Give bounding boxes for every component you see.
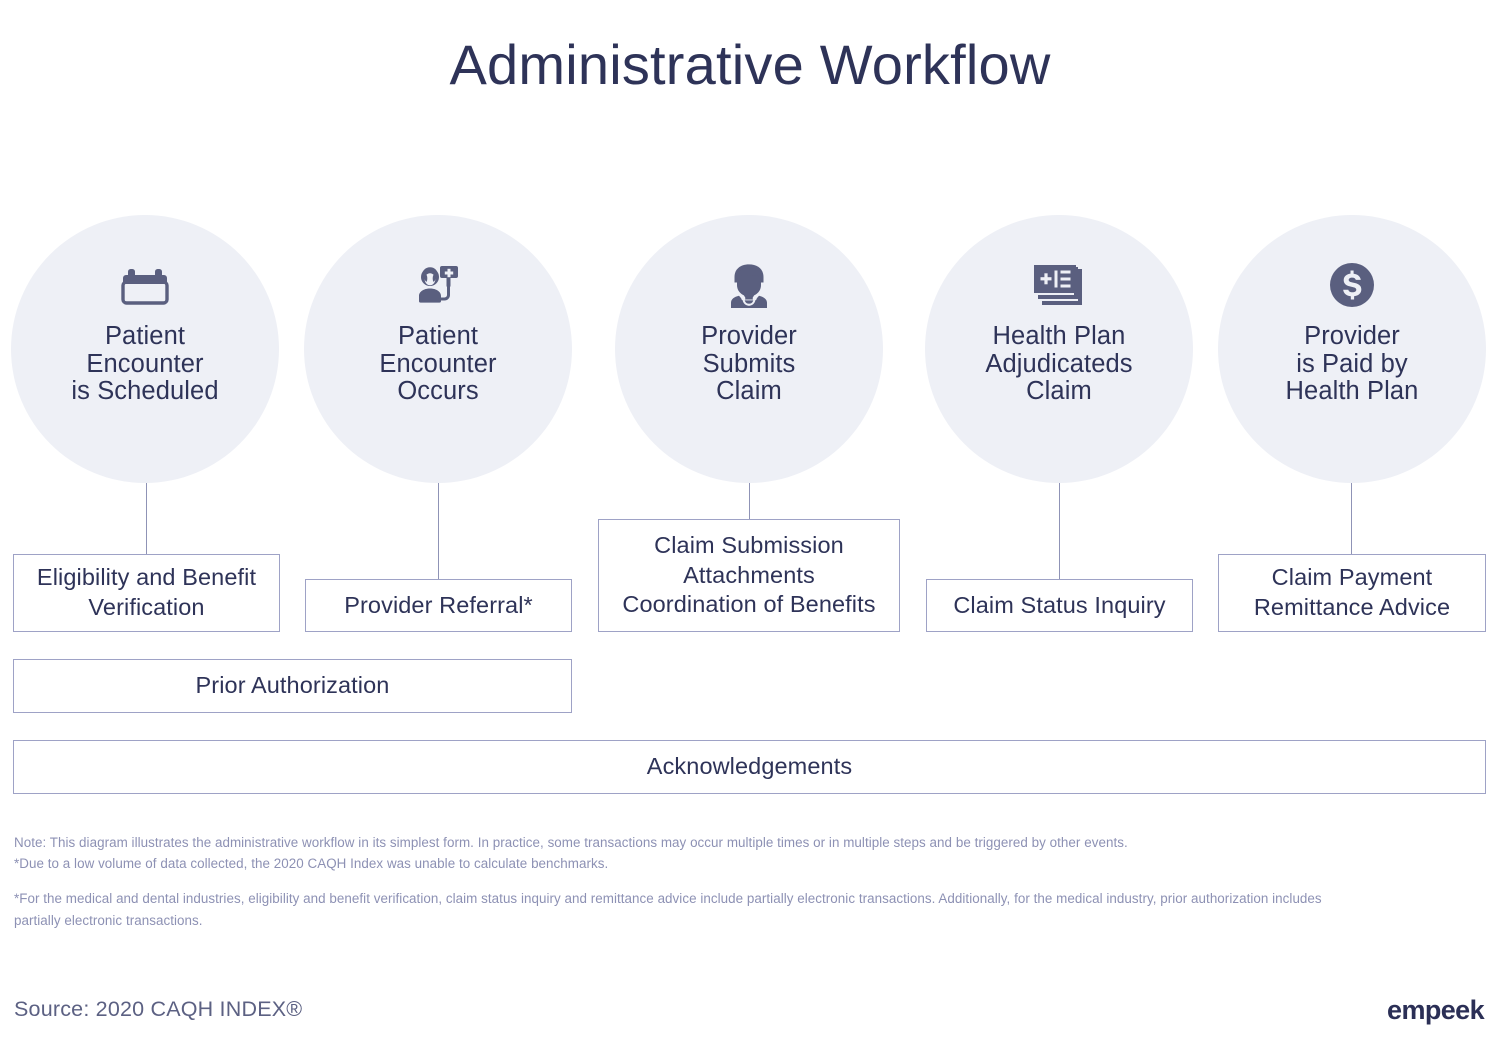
doctor-icon xyxy=(726,259,772,311)
patient-iv-icon xyxy=(413,259,463,311)
span-box-prior-authorization[interactable]: Prior Authorization xyxy=(13,659,572,713)
connector-line-3 xyxy=(749,483,750,519)
connector-line-5 xyxy=(1351,483,1352,554)
stage-label: Patient Encounter is Scheduled xyxy=(71,322,219,406)
stage-label: Provider Submits Claim xyxy=(701,322,797,406)
empeek-logo: empeek xyxy=(1387,995,1485,1025)
stage-circle-provider-is-paid: Provider is Paid by Health Plan xyxy=(1218,215,1486,483)
transaction-box-claim-payment-remittance[interactable]: Claim Payment Remittance Advice xyxy=(1218,554,1486,632)
connector-line-4 xyxy=(1059,483,1060,579)
stage-circle-patient-encounter-scheduled: Patient Encounter is Scheduled xyxy=(11,215,279,483)
stage-label: Patient Encounter Occurs xyxy=(379,322,497,406)
transaction-box-claim-submission[interactable]: Claim Submission Attachments Coordinatio… xyxy=(598,519,900,632)
transaction-box-provider-referral[interactable]: Provider Referral* xyxy=(305,579,572,632)
stage-circle-provider-submits-claim: Provider Submits Claim xyxy=(615,215,883,483)
calendar-icon xyxy=(121,259,169,311)
connector-line-1 xyxy=(146,483,147,554)
dollar-coin-icon xyxy=(1328,259,1376,311)
stage-circle-patient-encounter-occurs: Patient Encounter Occurs xyxy=(304,215,572,483)
source-citation: Source: 2020 CAQH INDEX® xyxy=(14,997,303,1021)
stage-label: Health Plan Adjudicateds Claim xyxy=(985,322,1133,406)
footnote-partially-electronic: *For the medical and dental industries, … xyxy=(14,891,1322,928)
span-box-acknowledgements[interactable]: Acknowledgements xyxy=(13,740,1486,794)
footnote-note: Note: This diagram illustrates the admin… xyxy=(14,835,1128,850)
page-title: Administrative Workflow xyxy=(449,33,1051,96)
footnote-benchmark-asterisk: *Due to a low volume of data collected, … xyxy=(14,856,609,871)
medical-records-icon xyxy=(1032,259,1086,311)
connector-line-2 xyxy=(438,483,439,579)
stage-circle-health-plan-adjudicates-claim: Health Plan Adjudicateds Claim xyxy=(925,215,1193,483)
transaction-box-claim-status-inquiry[interactable]: Claim Status Inquiry xyxy=(926,579,1193,632)
stage-label: Provider is Paid by Health Plan xyxy=(1285,322,1419,406)
transaction-box-eligibility-verification[interactable]: Eligibility and Benefit Verification xyxy=(13,554,280,632)
